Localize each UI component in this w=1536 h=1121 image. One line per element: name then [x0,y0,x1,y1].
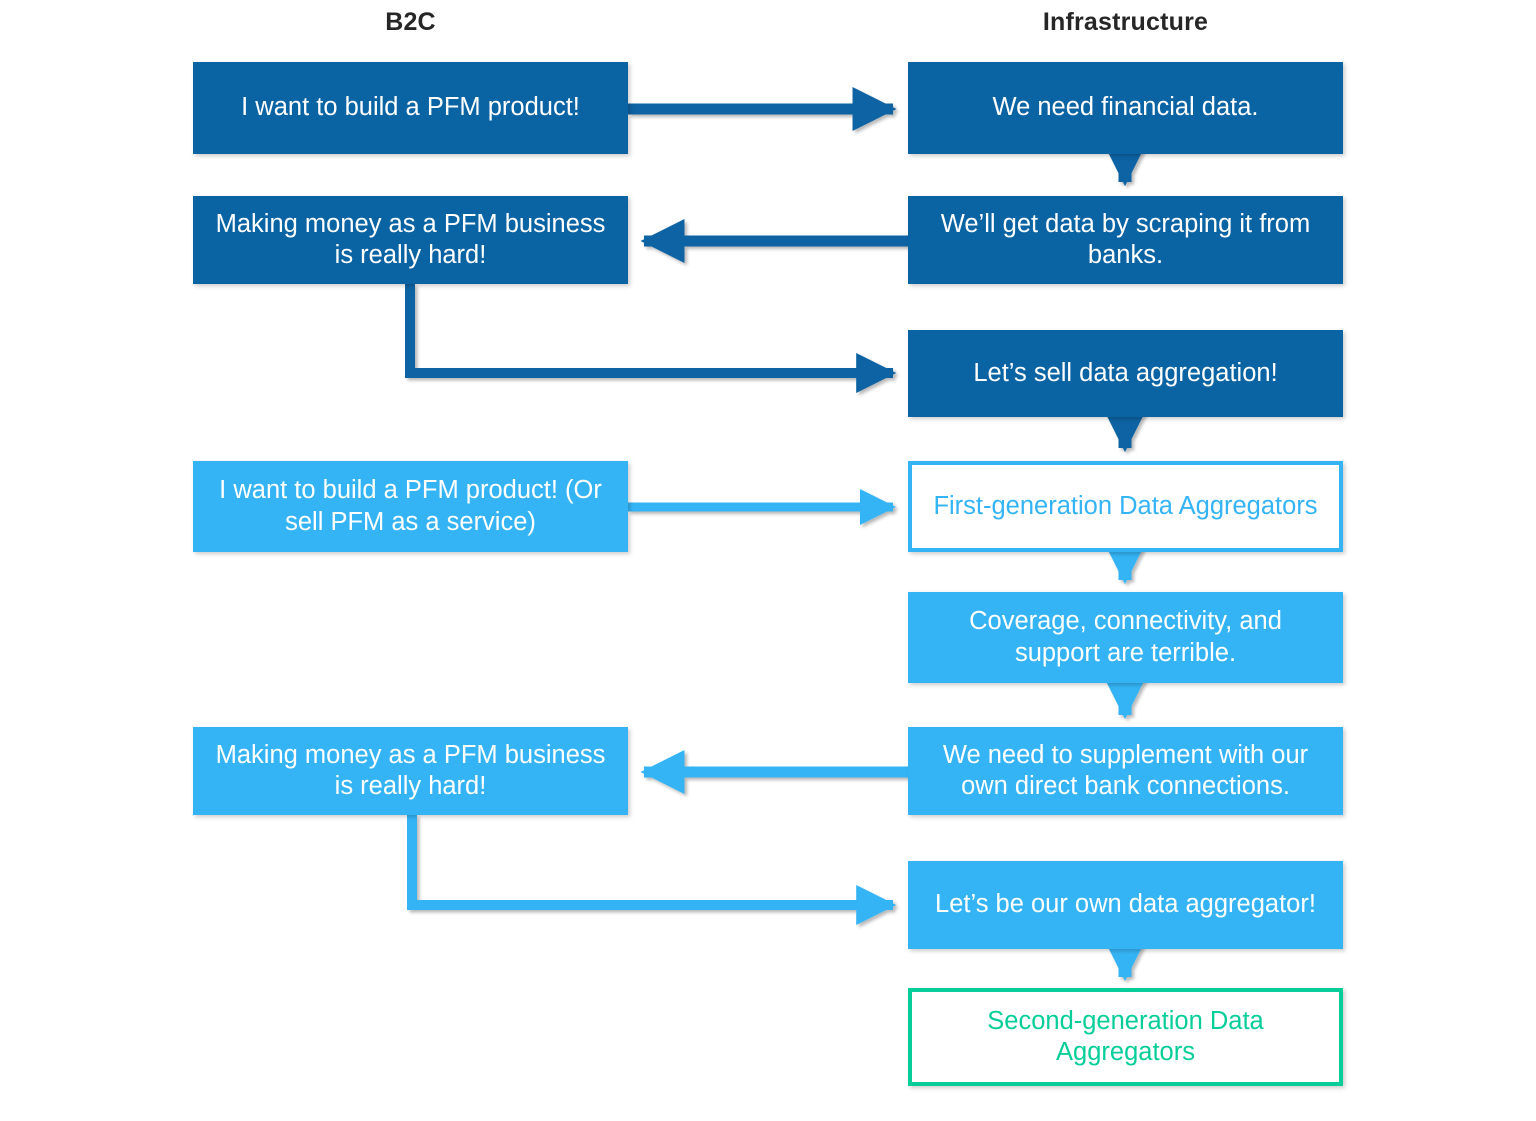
connector-n4-n5 [405,284,897,393]
node-label: I want to build a PFM product! [241,93,580,122]
node-label: We’ll get data by scraping it from banks… [940,209,1311,269]
node-first-generation-data-aggregators[interactable]: First-generation Data Aggregators [908,461,1343,552]
node-coverage-connectivity-support-terrible[interactable]: Coverage, connectivity, and support are … [908,592,1343,683]
node-making-money-is-hard-light[interactable]: Making money as a PFM business is really… [193,727,628,815]
node-we-need-financial-data[interactable]: We need financial data. [908,62,1343,154]
node-label: I want to build a PFM product! (Or sell … [219,476,602,536]
node-label: We need financial data. [992,93,1259,122]
node-scraping-from-banks[interactable]: We’ll get data by scraping it from banks… [908,196,1343,284]
node-label: Making money as a PFM business is really… [215,740,606,800]
node-lets-sell-data-aggregation[interactable]: Let’s sell data aggregation! [908,330,1343,417]
node-i-want-to-build-a-pfm-product[interactable]: I want to build a PFM product! [193,62,628,154]
node-i-want-to-build-a-pfm-product-or-service[interactable]: I want to build a PFM product! (Or sell … [193,461,628,552]
column-header-b2c: B2C [385,8,436,36]
node-label: Second-generation Data Aggregators [987,1006,1264,1066]
node-label: Let’s sell data aggregation! [973,358,1278,387]
node-label: Making money as a PFM business is really… [215,209,606,269]
node-label: We need to supplement with our own direc… [942,740,1309,800]
node-second-generation-data-aggregators[interactable]: Second-generation Data Aggregators [908,988,1343,1086]
connector-n10-n11 [407,815,897,925]
node-label: Coverage, connectivity, and support are … [969,607,1282,667]
node-making-money-is-hard-dark[interactable]: Making money as a PFM business is really… [193,196,628,284]
node-label: First-generation Data Aggregators [933,491,1318,520]
column-header-infrastructure: Infrastructure [1042,8,1209,36]
node-lets-be-our-own-data-aggregator[interactable]: Let’s be our own data aggregator! [908,861,1343,949]
node-supplement-direct-bank-connections[interactable]: We need to supplement with our own direc… [908,727,1343,815]
node-label: Let’s be our own data aggregator! [935,890,1316,919]
